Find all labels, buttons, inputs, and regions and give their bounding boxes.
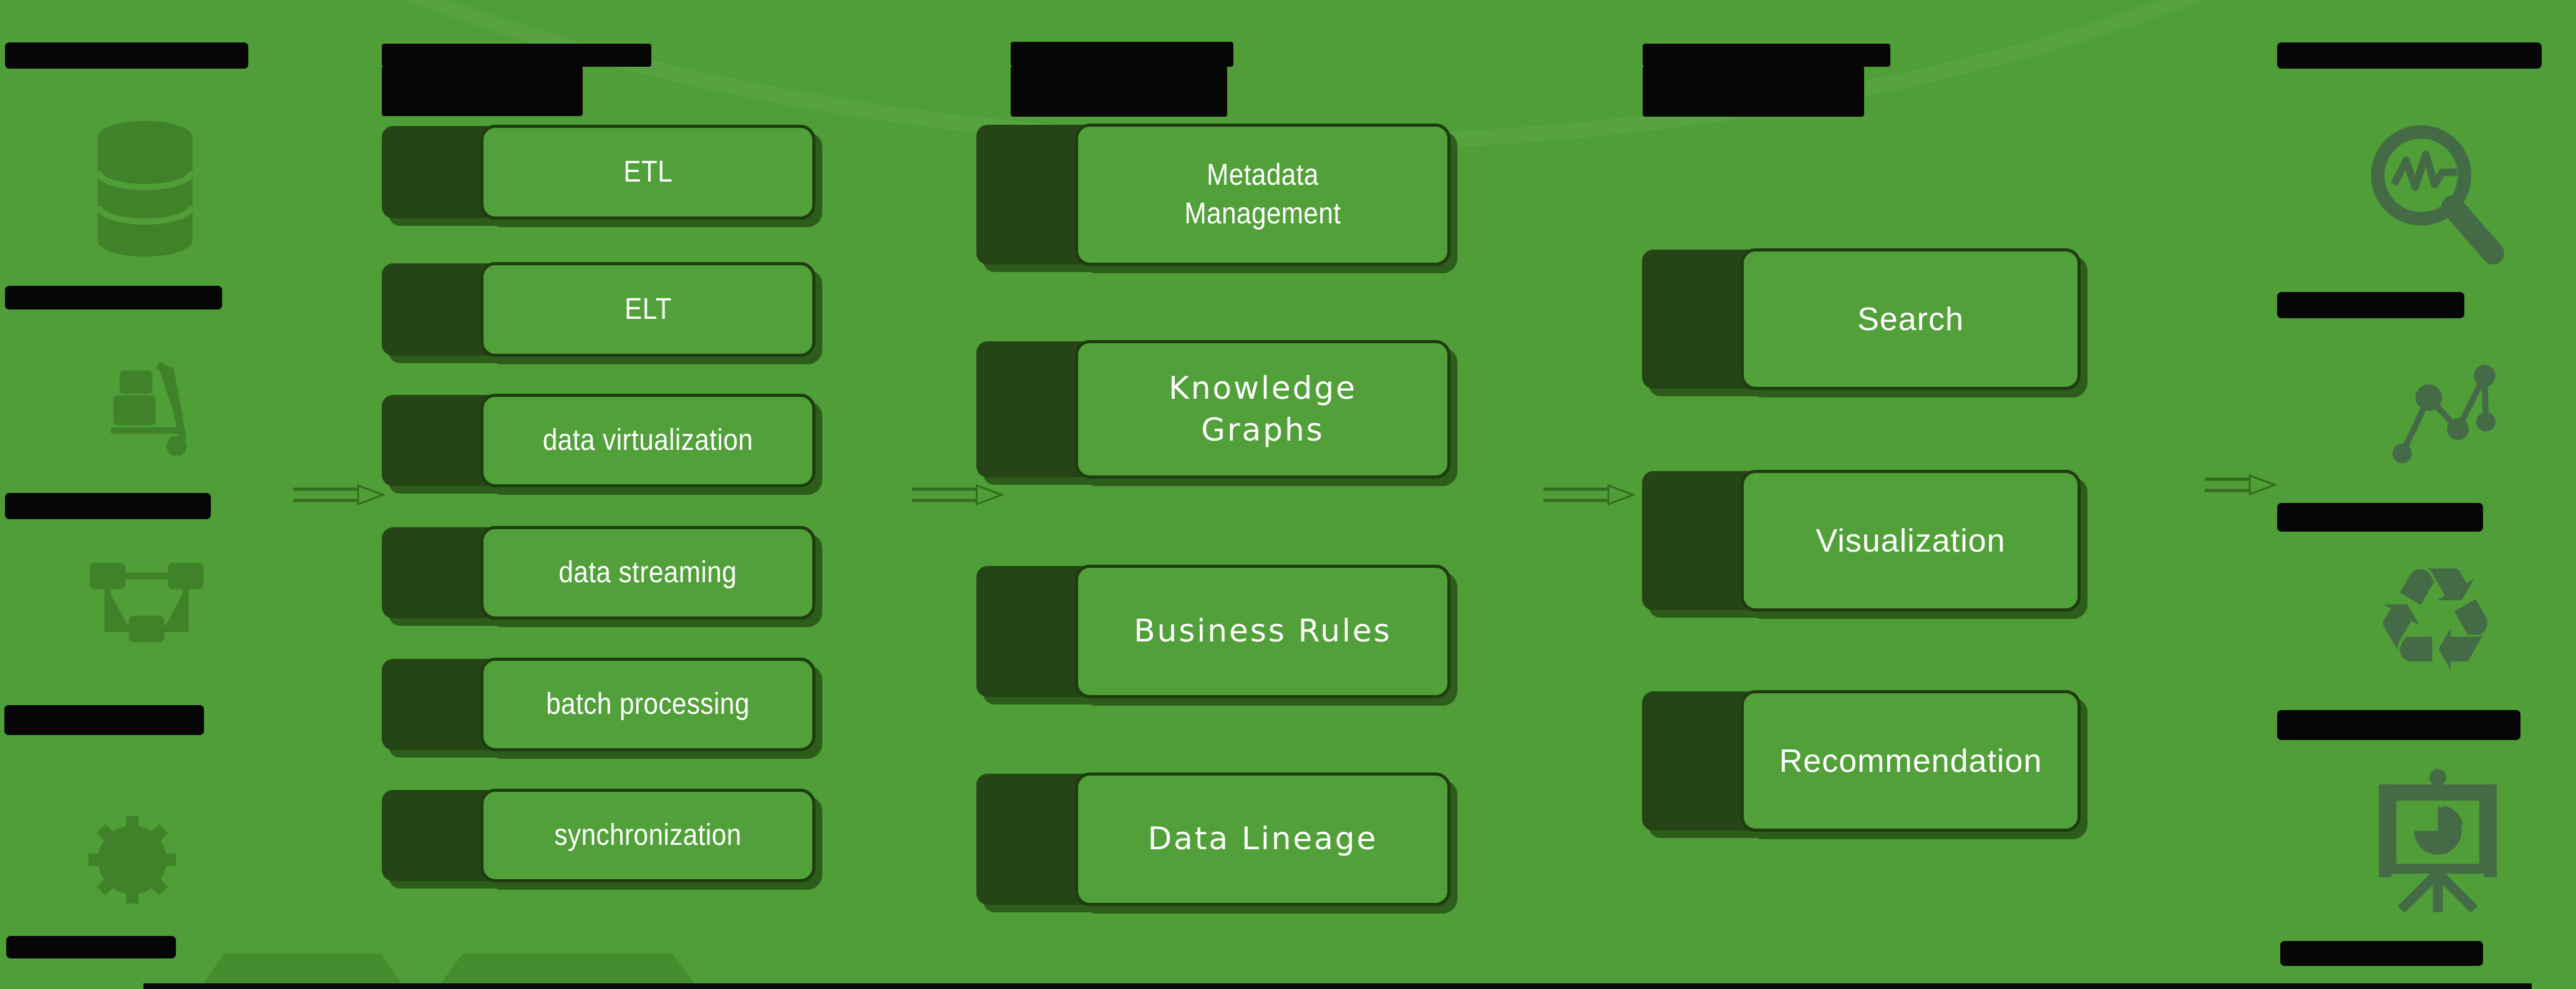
box-label: Visualization [1815,522,2006,559]
governance-box-metadata-management: Metadata Management [976,124,1451,266]
box-label: Knowledge Graphs [1169,369,1357,449]
source-label-redacted [6,936,176,958]
consumption-box-visualization: Visualization [1642,470,2081,611]
box-label: Search [1857,301,1964,338]
hand-truck-icon [111,362,187,456]
box-label: data virtualization [542,423,754,457]
consumers-header-redacted [2277,42,2542,69]
source-label-redacted [5,286,222,309]
governance-header-redacted [1011,42,1233,67]
network-graph-icon [2392,364,2496,464]
governance-box-business-rules: Business Rules [976,565,1451,698]
box-label: Data Lineage [1147,821,1378,857]
flow-arrow-icon [1543,484,1636,506]
consumer-label-redacted [2280,941,2483,966]
flow-arrow-icon [911,484,1004,506]
integration-box-batch-processing: batch processing [382,658,815,751]
consumer-label-redacted [2277,503,2483,532]
bottom-border-bar [143,983,2532,989]
sources-header-redacted [5,42,248,69]
integration-box-data-streaming: data streaming [382,526,815,620]
process-flow-icon [89,562,204,643]
box-label: ETL [623,155,673,188]
integration-box-elt: ELT [382,262,815,357]
search-analytics-icon [2371,125,2504,265]
box-label: synchronization [554,818,742,852]
source-label-redacted [4,705,204,735]
recycle-cycle-icon: ♻ [2371,537,2500,704]
box-label: data streaming [558,555,737,589]
box-label: Recommendation [1779,743,2043,779]
flow-arrow-icon [2205,474,2277,496]
integration-box-synchronization: synchronization [382,789,815,882]
governance-box-data-lineage: Data Lineage [976,772,1451,906]
integration-box-etl: ETL [382,125,815,220]
box-label: ELT [624,292,672,326]
governance-header-redacted [1011,66,1227,117]
integration-header-redacted [382,44,651,67]
consumer-label-redacted [2277,292,2464,318]
box-label: batch processing [546,687,750,721]
box-label: Business Rules [1134,613,1392,650]
integration-box-data-virtualization: data virtualization [382,394,815,487]
box-label: Metadata Management [1184,158,1341,230]
consumer-label-redacted [2277,710,2520,740]
consumption-box-recommendation: Recommendation [1642,690,2081,832]
consumption-box-search: Search [1642,248,2081,390]
machine-gear-icon [89,816,176,904]
database-icon [95,120,195,257]
bottom-shadow-shape [200,953,406,988]
presentation-chart-icon [2379,769,2497,913]
consumption-header-redacted [1643,44,1890,67]
flow-arrow-icon [293,484,386,506]
integration-header-redacted [382,66,583,116]
source-label-redacted [5,493,211,519]
consumption-header-redacted [1643,66,1864,117]
bottom-shadow-shape [437,953,699,988]
governance-box-knowledge-graphs: Knowledge Graphs [976,340,1451,479]
